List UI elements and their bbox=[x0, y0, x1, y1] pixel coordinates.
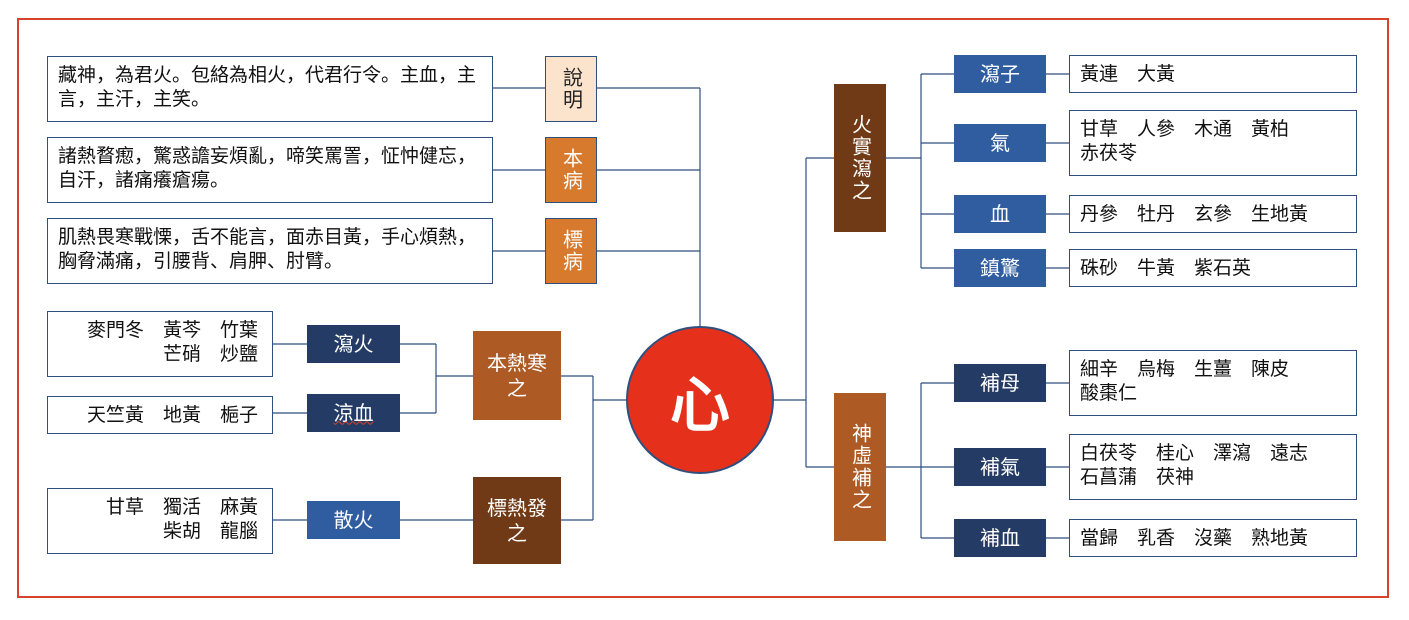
blood-herbs: 丹參 牡丹 玄參 生地黃 bbox=[1069, 195, 1357, 233]
deficiency-tonify-label: 神虛補之 bbox=[834, 393, 886, 541]
diagram-frame bbox=[17, 18, 1389, 598]
tonify-blood-label: 補血 bbox=[954, 519, 1046, 557]
purge-fire-label: 瀉火 bbox=[307, 325, 400, 363]
purge-fire-herbs: 麥門冬 黃芩 竹葉 芒硝 炒鹽 bbox=[47, 311, 273, 377]
branch-heat-label: 標熱發之 bbox=[473, 477, 561, 564]
cool-blood-label-text: 涼血 bbox=[333, 400, 374, 425]
tonify-blood-herbs: 當歸 乳香 沒藥 熟地黃 bbox=[1069, 519, 1357, 557]
description-label: 說明 bbox=[545, 56, 597, 122]
disperse-fire-herbs: 甘草 獨活 麻黃 柴胡 龍腦 bbox=[47, 488, 273, 554]
root-disease-text: 諸熱瞀瘛，驚惑譫妄煩亂，啼笑罵詈，怔忡健忘，自汗，諸痛癢瘡瘍。 bbox=[47, 137, 493, 203]
tonify-mother-label: 補母 bbox=[954, 364, 1046, 402]
qi-label: 氣 bbox=[954, 124, 1046, 162]
calm-fright-label: 鎮驚 bbox=[954, 249, 1046, 287]
qi-herbs: 甘草 人參 木通 黃柏 赤茯苓 bbox=[1069, 110, 1357, 176]
cool-blood-label: 涼血 bbox=[307, 394, 400, 432]
description-text: 藏神，為君火。包絡為相火，代君行令。主血，主言，主汗，主笑。 bbox=[47, 56, 493, 122]
branch-disease-text: 肌熱畏寒戰慄，舌不能言，面赤目黃，手心煩熱，胸脅滿痛，引腰背、肩胛、肘臂。 bbox=[47, 218, 493, 284]
tonify-mother-herbs: 細辛 烏梅 生薑 陳皮 酸棗仁 bbox=[1069, 350, 1357, 416]
disperse-fire-label: 散火 bbox=[307, 501, 400, 539]
tonify-qi-label: 補氣 bbox=[954, 448, 1046, 486]
purge-child-label: 瀉子 bbox=[954, 55, 1046, 93]
root-heat-label: 本熱寒之 bbox=[473, 331, 561, 420]
root-disease-label: 本病 bbox=[545, 137, 597, 203]
excess-purge-label: 火實瀉之 bbox=[834, 84, 886, 232]
heart-node: 心 bbox=[626, 326, 774, 474]
branch-disease-label: 標病 bbox=[545, 218, 597, 284]
purge-child-herbs: 黃連 大黃 bbox=[1069, 55, 1357, 93]
cool-blood-herbs: 天竺黃 地黃 梔子 bbox=[47, 396, 273, 434]
tonify-qi-herbs: 白茯苓 桂心 澤瀉 遠志 石菖蒲 茯神 bbox=[1069, 434, 1357, 500]
blood-label: 血 bbox=[954, 195, 1046, 233]
calm-fright-herbs: 硃砂 牛黃 紫石英 bbox=[1069, 249, 1357, 287]
